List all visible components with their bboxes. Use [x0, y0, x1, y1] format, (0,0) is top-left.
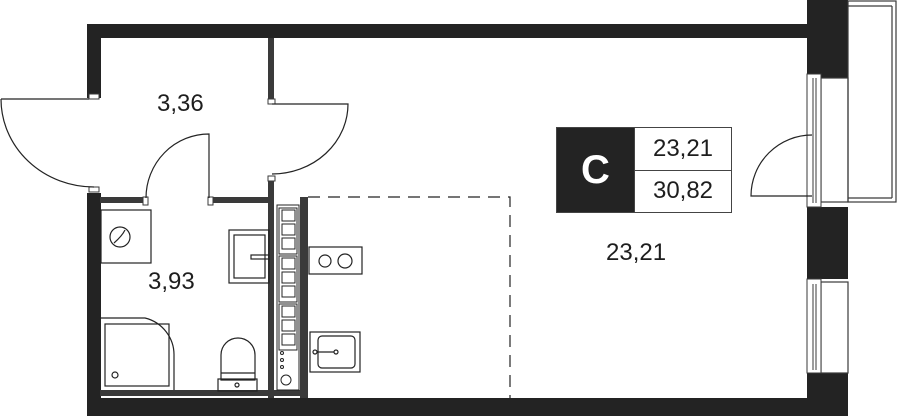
apartment-type-letter: С: [557, 128, 634, 212]
toilet-icon: [220, 337, 256, 381]
sink-icon: [228, 229, 270, 284]
balcony-door-swing: [750, 134, 813, 197]
living-door-swing: [271, 103, 349, 175]
outer-walls: [87, 0, 848, 416]
heater-column: [276, 204, 300, 391]
bathroom-area-label: 3,93: [148, 268, 195, 295]
stove-icon: [308, 246, 363, 275]
hallway-area-label: 3,36: [157, 90, 204, 117]
living-area-label: 23,21: [606, 239, 667, 266]
badge-values: 23,21 30,82: [634, 128, 731, 212]
total-area-value: 30,82: [635, 169, 731, 213]
kitchen: [308, 196, 511, 398]
inner-walls: [100, 38, 308, 398]
windows: [806, 73, 822, 374]
shower-tray-icon: [101, 317, 175, 390]
bathroom-door-swing: [145, 133, 210, 199]
kitchen-zone-outline: [308, 196, 511, 398]
bathroom-fixtures: [100, 209, 270, 392]
kitchen-sink-icon: [309, 331, 361, 373]
entrance-door-swing: [0, 98, 95, 188]
apartment-badge: С 23,21 30,82: [556, 127, 732, 213]
living-area-value: 23,21: [652, 134, 714, 162]
washing-machine-icon: [100, 209, 152, 264]
